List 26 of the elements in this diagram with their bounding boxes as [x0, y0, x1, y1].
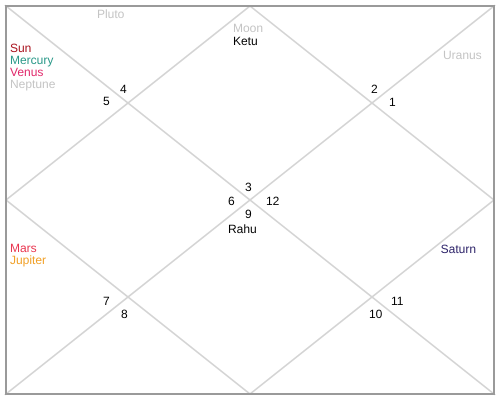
sign-number: 11	[391, 295, 404, 307]
sign-number: 6	[228, 195, 235, 207]
house-triangle	[250, 297, 494, 394]
planet-label: Uranus	[443, 49, 482, 61]
planet-label: Jupiter	[10, 254, 46, 266]
house-triangle	[372, 6, 494, 200]
planet-label: Mercury	[10, 54, 54, 66]
sign-number: 7	[103, 295, 110, 307]
sign-number: 1	[389, 96, 396, 108]
planet-label: Sun	[10, 42, 32, 54]
sign-number: 4	[120, 83, 127, 95]
planet-label: Venus	[10, 66, 44, 78]
sign-number: 8	[121, 308, 128, 320]
sign-number: 9	[245, 208, 252, 220]
sign-number: 2	[371, 83, 378, 95]
sign-number: 5	[103, 95, 110, 107]
planet-label: Moon	[233, 22, 264, 34]
sign-number: 10	[369, 308, 382, 320]
planet-label: Mars	[10, 242, 37, 254]
sign-number: 3	[245, 181, 252, 193]
planet-label: Rahu	[228, 223, 257, 235]
planet-label: Pluto	[97, 8, 124, 20]
sign-number: 12	[266, 195, 280, 207]
planet-label: Saturn	[440, 243, 476, 255]
planet-label: Neptune	[10, 78, 56, 90]
planet-label: Ketu	[233, 35, 258, 47]
